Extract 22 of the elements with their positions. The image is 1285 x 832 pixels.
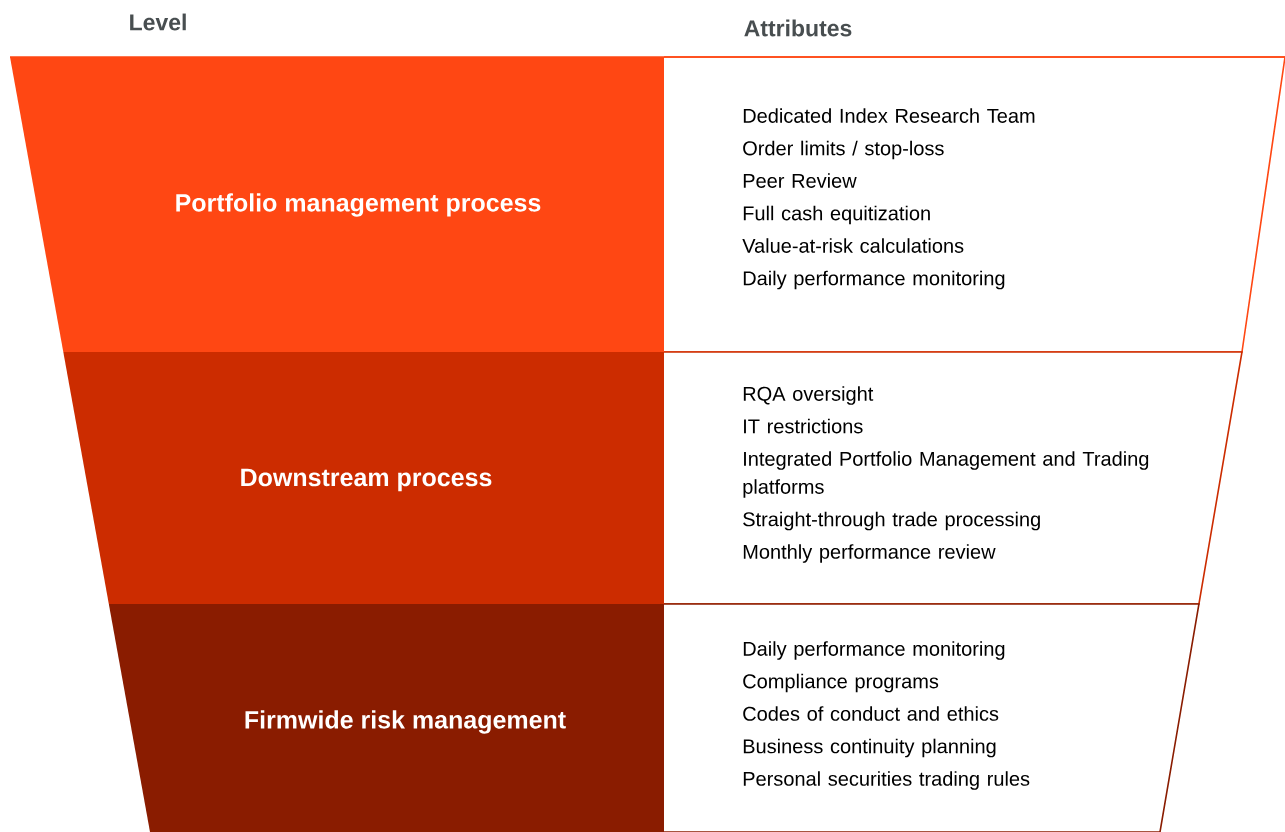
column-header: Level <box>130 13 186 31</box>
list-item: Codes of conduct and ethics <box>743 706 999 721</box>
funnel-band: Portfolio management process <box>10 57 664 352</box>
list-item: Straight-through trade processing <box>743 511 1040 531</box>
attribute-panel <box>663 351 1243 605</box>
list-item: Business continuity planning <box>743 738 996 758</box>
list-item: Daily performance monitoring <box>743 270 1005 290</box>
list-item: IT restrictions <box>744 418 863 434</box>
list-item: Full cash equitization <box>743 205 930 225</box>
list-item: Peer Review <box>743 173 857 188</box>
list-item: Monthly performance review <box>743 544 996 563</box>
list-item: Value-at-risk calculations <box>742 238 964 253</box>
list-item: Compliance programs <box>743 673 939 693</box>
list-item: Daily performance monitoring <box>743 641 1005 660</box>
list-item: Dedicated Index Research Team <box>743 108 1035 123</box>
funnel-band: Firmwide risk management <box>108 604 664 832</box>
list-item: Personal securities trading rules <box>743 771 1030 790</box>
list-item: Integrated Portfolio Management and Trading platforms <box>743 451 1149 498</box>
list-item: RQA oversight <box>743 386 874 405</box>
list-item: Order limits / stop-loss <box>743 140 944 160</box>
funnel-band: Downstream process <box>63 352 664 604</box>
attribute-panel <box>663 603 1200 832</box>
